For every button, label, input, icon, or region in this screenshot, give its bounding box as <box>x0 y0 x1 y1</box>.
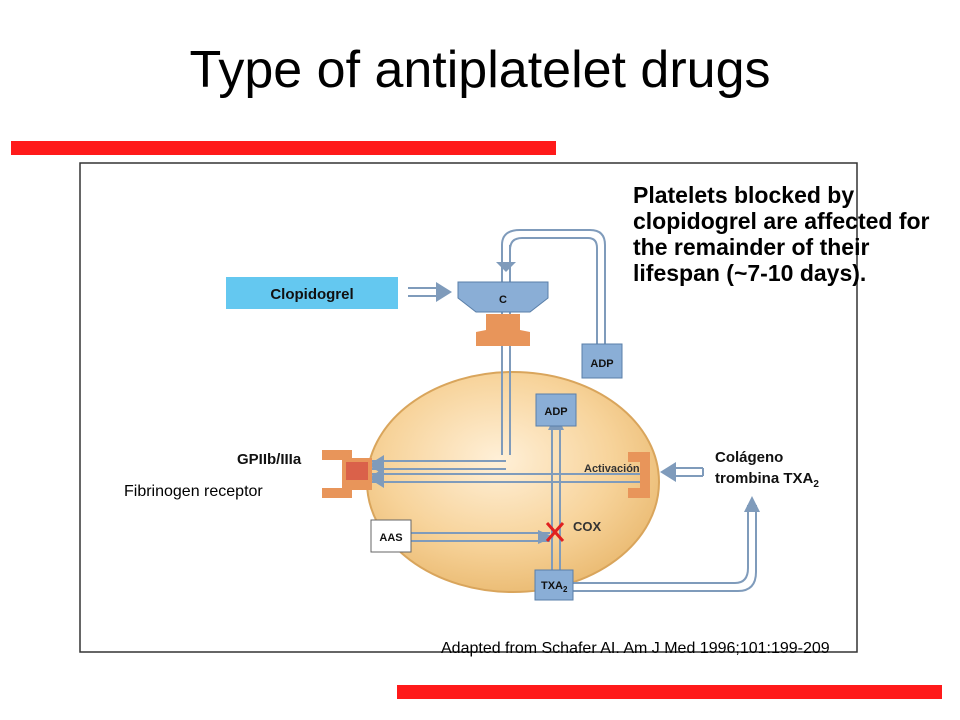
arrow-to-receptor-c <box>496 262 516 272</box>
adp-mid-label: ADP <box>544 406 567 418</box>
clopidogrel-box <box>226 277 398 309</box>
clopidogrel-label: Clopidogrel <box>270 286 353 303</box>
receptor-c-stem <box>476 314 530 346</box>
clopidogrel-arrow <box>408 287 440 297</box>
pathway-lines <box>372 229 757 592</box>
txa-box <box>534 569 574 601</box>
arrow-to-colageno <box>744 496 760 512</box>
gp-receptor-core <box>346 462 368 480</box>
adp-top-label: ADP <box>590 358 613 370</box>
arrow-to-activation <box>368 468 384 488</box>
activation-label: Activación <box>584 463 640 475</box>
cox-label: COX <box>573 519 602 534</box>
receptor-c-label: C <box>499 294 507 306</box>
arrow-to-gp <box>368 455 384 475</box>
arrow-to-cox <box>538 530 554 544</box>
colageno-label: Colágeno <box>715 449 783 466</box>
activation-receptor <box>628 452 650 498</box>
gp-label: GPIIb/IIIa <box>237 451 302 468</box>
bottom-red-bar <box>397 685 942 699</box>
cox-inhibition-x <box>545 522 565 542</box>
adp-mid-box <box>535 393 577 427</box>
aas-label: AAS <box>379 532 402 544</box>
fibrinogen-receptor-label: Fibrinogen receptor <box>124 483 263 500</box>
colageno-arrowhead <box>660 462 676 482</box>
clopidogrel-arrowhead <box>436 282 452 302</box>
page-title: Type of antiplatelet drugs <box>189 41 771 99</box>
trombina-label: trombina TXA2 <box>715 470 819 490</box>
clopidogrel-note: Platelets blocked by clopidogrel are aff… <box>633 182 930 286</box>
aas-box <box>370 519 412 553</box>
source-citation: Adapted from Schafer AI. Am J Med 1996;1… <box>441 640 830 657</box>
adp-top-box <box>581 343 623 379</box>
diagram-frame <box>79 162 858 653</box>
receptor-c <box>457 281 549 313</box>
top-red-bar <box>11 141 556 155</box>
txa-label: TXA2 <box>541 580 568 594</box>
